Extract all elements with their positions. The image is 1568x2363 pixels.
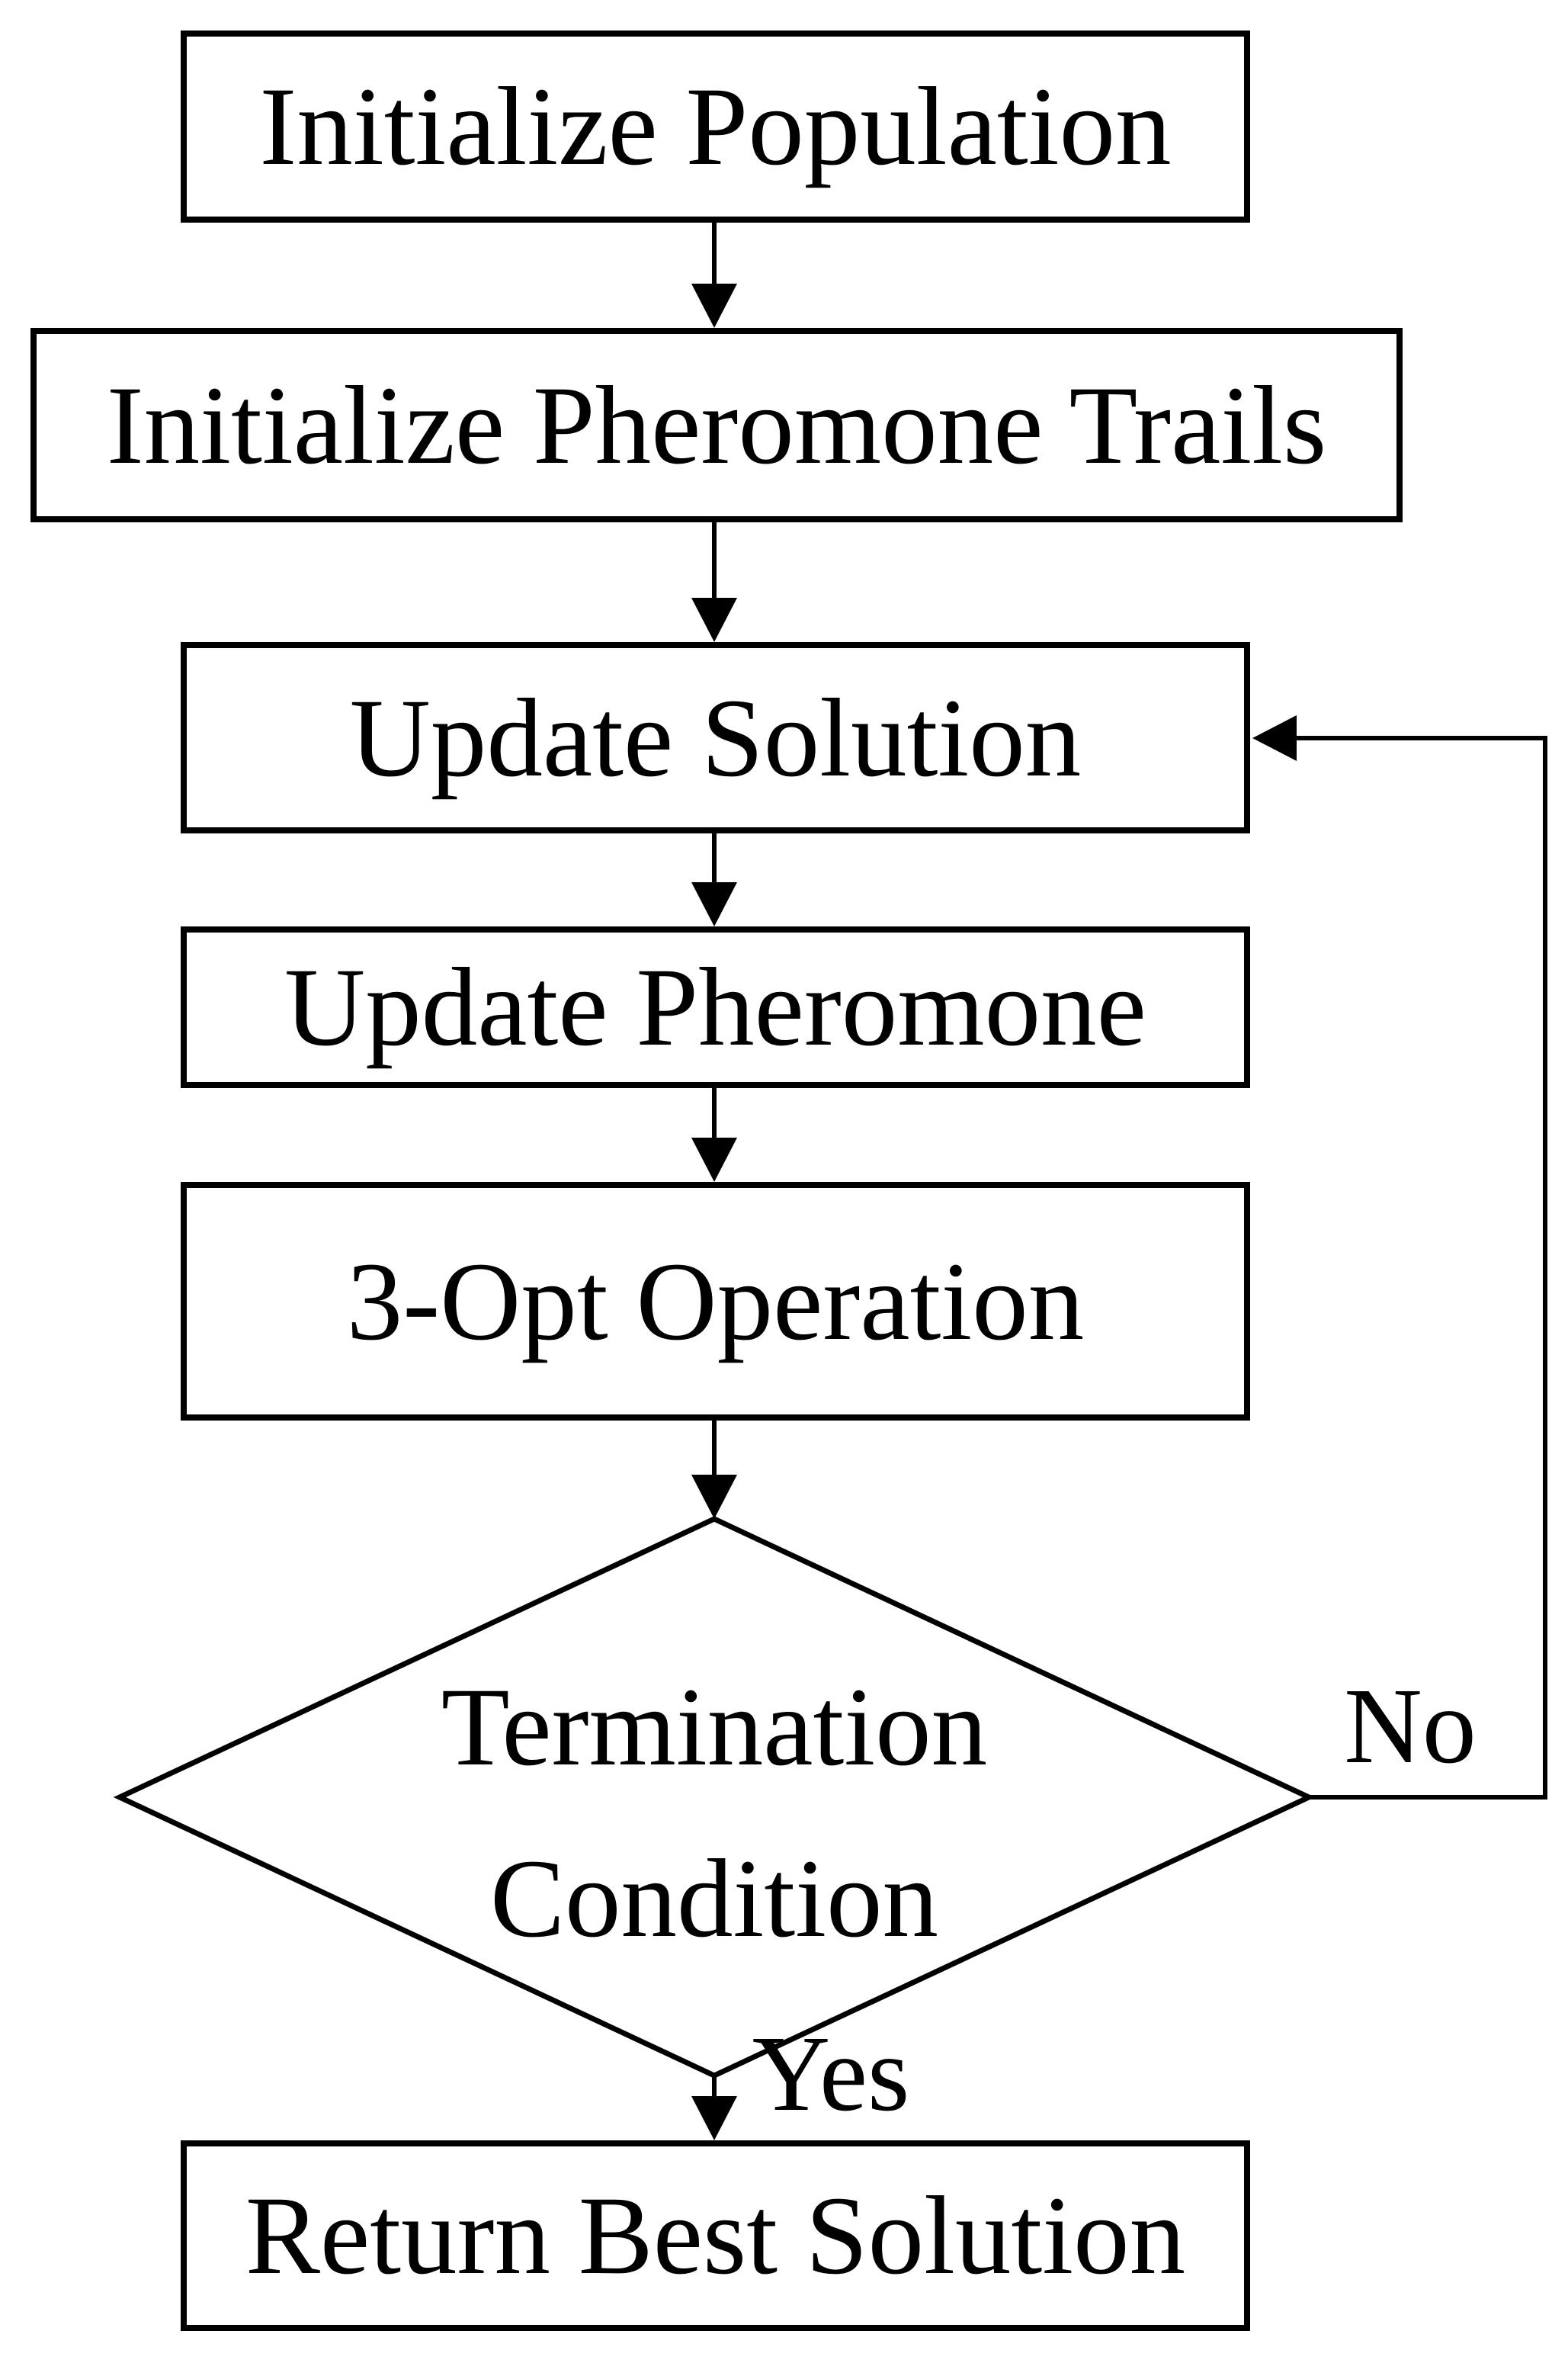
node-label: Update Solution — [349, 675, 1082, 800]
node-label: Return Best Solution — [245, 2173, 1186, 2298]
node-update-solution: Update Solution — [181, 642, 1250, 833]
node-label-line1: Termination — [441, 1665, 988, 1789]
edge-yes-to-return-best — [691, 2076, 737, 2140]
edge-update-solution-to-update-pheromone — [691, 833, 737, 926]
edge-label-no: No — [1344, 1665, 1477, 1786]
node-label: Update Pheromone — [284, 945, 1146, 1070]
arrowhead-into-update-solution — [1252, 715, 1297, 761]
node-initialize-pheromone-trails: Initialize Pheromone Trails — [30, 328, 1403, 522]
node-label: Initialize Population — [259, 64, 1172, 189]
node-label: 3-Opt Operation — [346, 1238, 1085, 1363]
node-initialize-population: Initialize Population — [181, 31, 1250, 223]
node-return-best-solution: Return Best Solution — [181, 2140, 1250, 2331]
node-termination-condition: Termination Condition — [257, 1641, 1172, 1984]
node-label-line2: Condition — [489, 1836, 939, 1960]
edge-no-feedback-line — [1252, 715, 1547, 1800]
edge-population-to-pheromone — [691, 223, 737, 328]
edge-three-opt-to-termination — [691, 1421, 737, 1519]
node-three-opt-operation: 3-Opt Operation — [181, 1182, 1250, 1421]
edge-pheromone-to-update-solution — [691, 522, 737, 642]
node-update-pheromone: Update Pheromone — [181, 926, 1250, 1088]
node-label: Initialize Pheromone Trails — [106, 362, 1327, 487]
edge-label-yes: Yes — [752, 2013, 910, 2133]
edge-update-pheromone-to-three-opt — [691, 1088, 737, 1182]
